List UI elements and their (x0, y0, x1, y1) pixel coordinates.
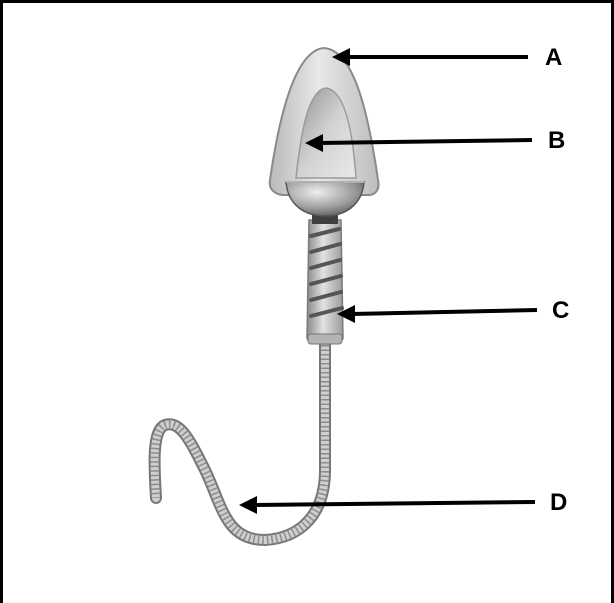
label-d: D (550, 489, 567, 516)
pointer-line-c (350, 310, 537, 314)
arrowhead-d (239, 496, 257, 514)
label-a: A (545, 44, 562, 71)
nucleus (286, 182, 364, 216)
label-b: B (548, 127, 565, 154)
pointer-line-d (252, 502, 535, 505)
flagellum (155, 345, 325, 540)
label-c: C (552, 297, 569, 324)
sperm-head (270, 48, 379, 216)
midpiece (307, 220, 343, 344)
